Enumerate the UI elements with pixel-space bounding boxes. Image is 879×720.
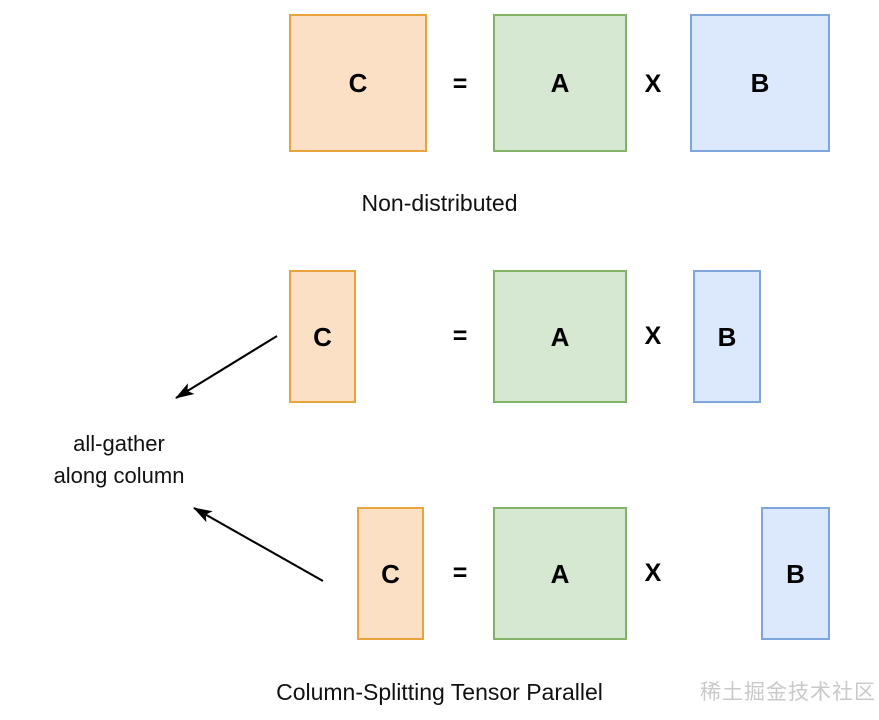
- all-gather-note: all-gather along column: [10, 428, 228, 492]
- all-gather-note-line2: along column: [53, 462, 185, 488]
- caption-non-distributed: Non-distributed: [361, 190, 518, 216]
- equals-operator-row1: =: [448, 70, 472, 98]
- operator-label: =: [452, 558, 468, 587]
- arrow-allgather-from-shard1: [175, 335, 278, 399]
- caption-column-splitting: Column-Splitting Tensor Parallel: [276, 679, 603, 705]
- operator-label: =: [452, 69, 468, 98]
- equals-operator-row2: =: [448, 322, 472, 350]
- operator-label: X: [644, 558, 662, 587]
- matrix-label: B: [786, 558, 805, 589]
- times-operator-row3: X: [641, 559, 665, 587]
- matrix-a-row1: A: [493, 14, 627, 152]
- arrow-allgather-from-shard2: [193, 507, 324, 582]
- matrix-label: C: [313, 321, 332, 352]
- matrix-b-row3: B: [761, 507, 830, 640]
- times-operator-row1: X: [641, 70, 665, 98]
- matrix-a-row2: A: [493, 270, 627, 403]
- all-gather-note-line1: all-gather: [73, 431, 165, 456]
- equals-operator-row3: =: [448, 559, 472, 587]
- matrix-c-row2: C: [289, 270, 356, 403]
- matrix-a-row3: A: [493, 507, 627, 640]
- matrix-b-row1: B: [690, 14, 830, 152]
- operator-label: X: [644, 321, 662, 350]
- times-operator-row2: X: [641, 322, 665, 350]
- matrix-label: A: [550, 68, 570, 98]
- matrix-c-row1: C: [289, 14, 427, 152]
- operator-label: =: [452, 321, 468, 350]
- matrix-label: C: [348, 68, 368, 98]
- operator-label: X: [644, 69, 662, 98]
- matrix-label: B: [717, 321, 737, 352]
- matrix-label: A: [550, 558, 570, 589]
- matrix-label: B: [750, 68, 770, 98]
- matrix-b-row2: B: [693, 270, 761, 403]
- matrix-c-row3: C: [357, 507, 424, 640]
- watermark-text: 稀土掘金技术社区: [700, 680, 876, 704]
- matrix-label: A: [550, 321, 570, 352]
- matrix-label: C: [381, 558, 400, 589]
